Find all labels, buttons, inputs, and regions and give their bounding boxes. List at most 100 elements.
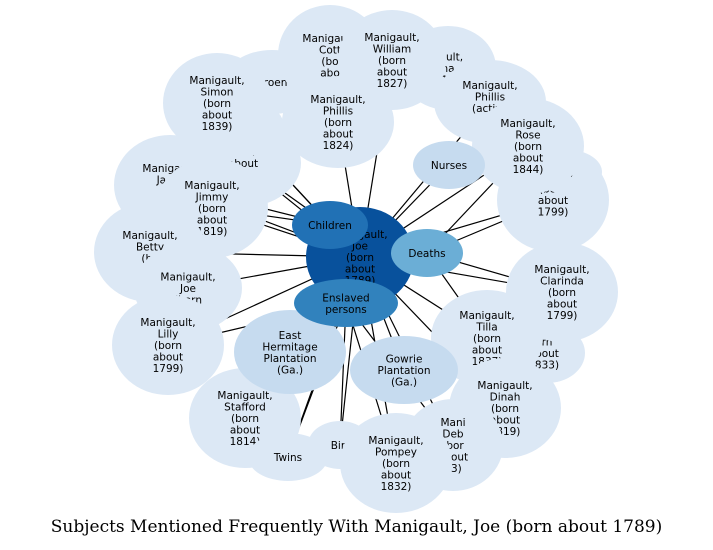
node-label-gowrie: Plantation [377,365,430,377]
node-label-simon: Simon [201,87,234,99]
node-label-william: William [373,44,411,56]
node-label-partial-right-1: 1799) [538,207,569,219]
node-label-pompey: 1832) [381,481,412,493]
nodes-layer: BroenManigault,Cott(boabogault,na18borna… [94,5,618,513]
node-label-rose: (born [514,141,542,153]
node-label-east-hermitage: East [279,330,302,342]
node-label-joe2: Joe [179,283,196,295]
network-graph: BroenManigault,Cott(boabogault,na18borna… [94,5,618,513]
node-label-william: 1827) [377,78,408,90]
node-label-tilla: Tilla [475,322,497,334]
node-label-joe2: Manigault, [160,272,215,284]
node-label-center: Joe [351,241,368,253]
node-label-partial-right-3: bout [535,348,559,360]
node-label-lilly: Lilly [158,329,179,341]
node-children[interactable]: Children [292,201,368,249]
node-label-enslaved: Enslaved [322,292,369,304]
node-label-jimmy: 1819) [197,226,228,238]
node-label-phillis-active: Phillis [475,91,505,103]
node-label-enslaved: persons [325,304,366,316]
node-label-simon: 1839) [202,121,233,133]
node-label-william: Manigault, [364,32,419,44]
node-shape-nurses [413,141,485,189]
node-label-clarinda: about [547,299,577,311]
node-label-phillis-1824: 1824) [323,140,354,152]
node-label-clarinda: (born [548,287,576,299]
node-label-rose: Rose [515,130,540,142]
node-label-rose: about [513,153,543,165]
node-label-lilly: 1799) [153,363,184,375]
node-label-partial-right-3: rn [542,337,553,349]
node-label-jimmy: about [197,215,227,227]
node-label-stafford: Stafford [224,402,266,414]
node-label-jimmy: Manigault, [184,180,239,192]
node-label-partial-right-3: 833) [535,360,559,372]
node-label-east-hermitage: Hermitage [262,341,317,353]
node-shape-children [292,201,368,249]
node-label-pompey: about [381,470,411,482]
node-label-simon: about [202,110,232,122]
node-label-pompey: Pompey [375,447,417,459]
node-label-tilla: Manigault, [459,310,514,322]
node-label-phillis-1824: Phillis [323,106,353,118]
node-label-pompey: Manigault, [368,435,423,447]
node-label-william: about [377,67,407,79]
node-label-clarinda: 1799) [547,310,578,322]
node-label-rose: 1844) [513,164,544,176]
node-label-dinah: (born [491,403,519,415]
node-shape-phillis-1824 [282,76,394,168]
node-label-pompey: (born [382,458,410,470]
node-twins[interactable]: Twins [248,433,328,481]
node-label-phillis-1824: (born [324,117,352,129]
node-shape-rose [472,98,584,194]
node-label-lilly: Manigault, [140,317,195,329]
node-label-stafford: Manigault, [217,390,272,402]
node-deaths[interactable]: Deaths [391,229,463,277]
node-label-betty: Betty [136,241,164,253]
node-label-stafford: (born [231,413,259,425]
node-label-deaths: Deaths [408,248,445,260]
node-label-jimmy: Jimmy [195,192,229,204]
node-label-dinah: about [490,415,520,427]
node-label-rose: Manigault, [500,118,555,130]
node-label-jimmy: (born [198,203,226,215]
node-label-phillis-1824: about [323,129,353,141]
node-label-stafford: 1814) [230,436,261,448]
node-label-tilla: (born [473,333,501,345]
node-shape-enslaved [294,279,398,327]
node-label-partial-top-1: (bo [321,56,338,68]
node-label-dinah: Manigault, [477,380,532,392]
graph-caption: Subjects Mentioned Frequently With Manig… [50,517,663,537]
node-label-center: (born [346,252,374,264]
node-shape-simon [163,53,271,153]
node-nurses[interactable]: Nurses [413,141,485,189]
node-label-partial-right-1: about [538,195,568,207]
node-label-nurses: Nurses [431,160,467,172]
node-label-stafford: about [230,425,260,437]
node-label-tilla: about [472,345,502,357]
node-shape-deaths [391,229,463,277]
node-label-william: (born [378,55,406,67]
node-label-center: about [345,264,375,276]
node-label-children: Children [308,220,352,232]
node-label-partial-top-1: Cott [319,44,341,56]
node-label-east-hermitage: Plantation [263,353,316,365]
node-label-simon: (born [203,98,231,110]
node-shape-lilly [112,295,224,395]
node-shape-twins [248,433,328,481]
node-label-east-hermitage: (Ga.) [277,364,303,376]
node-label-gowrie: Gowrie [386,354,423,366]
node-label-deb: Mani [440,417,465,429]
node-label-clarinda: Clarinda [540,276,584,288]
node-label-phillis-1824: Manigault, [310,94,365,106]
node-shape-gowrie [350,336,458,404]
node-shape-pompey [340,413,452,513]
